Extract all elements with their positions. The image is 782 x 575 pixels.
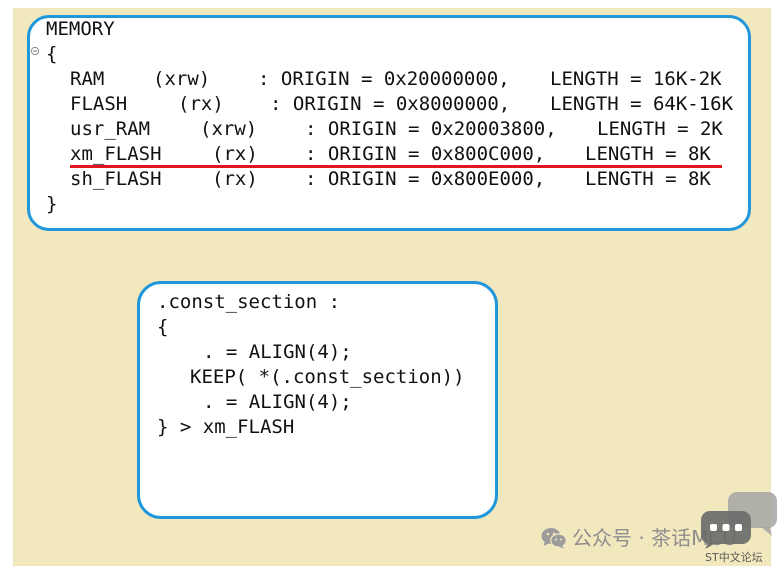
region-attributes: (rx)	[212, 168, 258, 190]
region-name: sh_FLASH	[70, 168, 162, 190]
region-length: LENGTH = 64K-16K	[550, 93, 734, 115]
section-header-line: .const_section :	[157, 291, 341, 313]
region-name: FLASH	[70, 93, 128, 115]
chat-bubble-icon-graphic	[701, 492, 777, 549]
wechat-icon-eye	[555, 538, 557, 541]
wechat-icon-eye	[560, 538, 562, 541]
region-name: RAM	[70, 68, 105, 90]
memory-region-row: FLASH (rx) : ORIGIN = 0x8000000, LENGTH …	[30, 92, 748, 117]
section-code-box: .const_section : { . = ALIGN(4); KEEP( *…	[137, 281, 498, 519]
memory-region-row: usr_RAM (xrw) : ORIGIN = 0x20003800, LEN…	[30, 117, 748, 142]
chat-bubble-dot	[722, 524, 730, 531]
wechat-icon-graphic	[541, 528, 567, 549]
fold-icon-ring	[30, 46, 40, 56]
align-directive-line: . = ALIGN(4);	[203, 341, 352, 363]
chat-bubble-icon	[699, 490, 779, 550]
red-highlight-underline	[70, 165, 722, 168]
region-origin: : ORIGIN = 0x20003800,	[305, 118, 557, 140]
memory-region-row: sh_FLASH (rx) : ORIGIN = 0x800E000, LENG…	[30, 167, 748, 192]
section-open-brace: {	[157, 316, 169, 338]
memory-region-row-highlighted: xm_FLASH (rx) : ORIGIN = 0x800C000, LENG…	[30, 142, 748, 168]
fold-collapse-icon[interactable]	[30, 46, 40, 56]
wechat-icon-tail-small	[559, 545, 565, 549]
open-brace: {	[46, 43, 58, 65]
region-origin: : ORIGIN = 0x20000000,	[258, 68, 510, 90]
region-length: LENGTH = 8K	[585, 143, 711, 165]
chat-bubble-dot	[735, 524, 742, 531]
region-origin: : ORIGIN = 0x800C000,	[305, 143, 546, 165]
align-directive-line: . = ALIGN(4);	[203, 391, 352, 413]
section-region-assignment-line: } > xm_FLASH	[157, 416, 295, 438]
memory-keyword: MEMORY	[46, 18, 115, 40]
chat-bubble-dot	[710, 524, 717, 531]
region-origin: : ORIGIN = 0x8000000,	[270, 93, 511, 115]
region-attributes: (rx)	[178, 93, 224, 115]
region-name: xm_FLASH	[70, 143, 162, 165]
close-brace: }	[46, 193, 58, 215]
chat-bubble-back-tail	[761, 527, 772, 536]
region-length: LENGTH = 2K	[597, 118, 723, 140]
wechat-icon	[541, 527, 567, 549]
region-name: usr_RAM	[70, 118, 151, 140]
region-attributes: (xrw)	[200, 118, 258, 140]
region-length: LENGTH = 8K	[585, 168, 711, 190]
keep-directive-line: KEEP( *(.const_section))	[190, 366, 465, 388]
fold-collapse-icon-graphic	[30, 46, 40, 56]
memory-region-row: RAM (xrw) : ORIGIN = 0x20000000, LENGTH …	[30, 67, 748, 92]
watermark-forum-label: ST中文论坛	[705, 551, 763, 564]
region-attributes: (rx)	[212, 143, 258, 165]
region-attributes: (xrw)	[153, 68, 211, 90]
wechat-icon-tail-large	[543, 541, 550, 546]
wechat-icon-bubble-small	[550, 533, 567, 548]
region-length: LENGTH = 16K-2K	[550, 68, 722, 90]
wechat-icon-eye	[546, 532, 550, 536]
region-origin: : ORIGIN = 0x800E000,	[305, 168, 546, 190]
chat-bubble-front-tail	[705, 543, 716, 549]
memory-code-box: MEMORY { RAM (xrw) : ORIGIN = 0x20000000…	[27, 15, 751, 231]
